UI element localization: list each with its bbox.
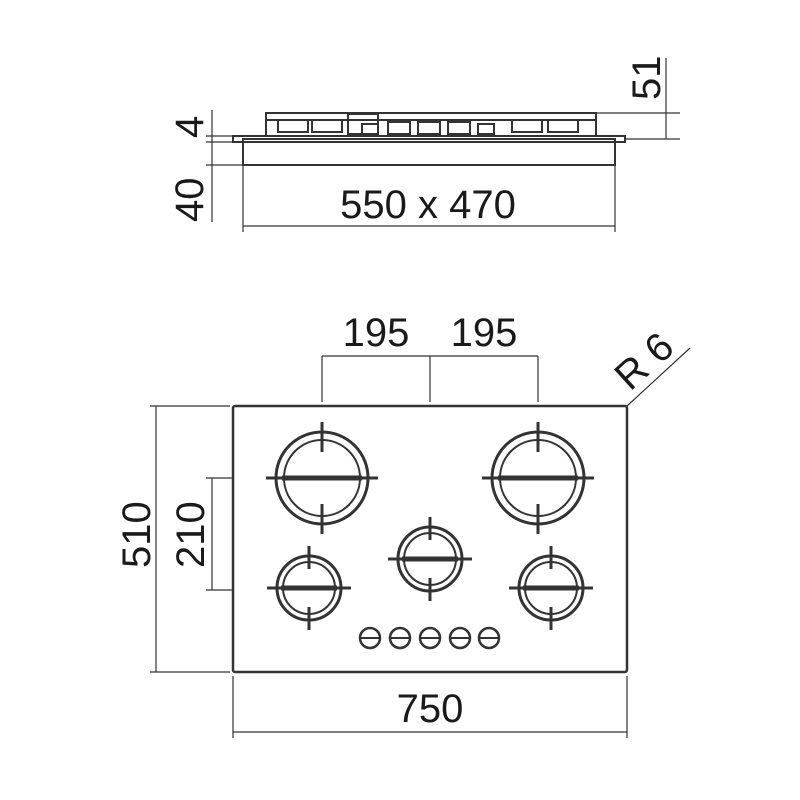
cutout-label: 550 x 470 (340, 183, 516, 227)
hob-body (242, 138, 616, 166)
dimension-4-40 (206, 110, 243, 222)
top-view: 195 195 R 6 510 210 750 (115, 311, 691, 738)
knob-5 (477, 626, 501, 650)
radius-leader (626, 347, 691, 407)
knob-1 (358, 626, 382, 650)
corner-radius-label: R 6 (607, 324, 683, 398)
burner-offset-label: 210 (169, 501, 213, 568)
control-knobs (358, 626, 501, 650)
spacing-right-label: 195 (451, 311, 518, 355)
dimension-cutout (242, 165, 616, 232)
hob-outline (231, 404, 629, 674)
knob-4 (448, 626, 472, 650)
burner-small-front-left (267, 546, 351, 630)
knob-2 (388, 626, 412, 650)
knob-3 (418, 626, 442, 650)
burner-center-wok (388, 517, 472, 601)
dimension-195-195 (321, 355, 539, 402)
dimension-510 (150, 405, 230, 673)
dimension-210 (206, 477, 232, 591)
burner-large-rear-left (266, 422, 378, 534)
dimension-750 (232, 676, 628, 738)
spacing-left-label: 195 (343, 311, 410, 355)
dimension-51 (596, 58, 680, 140)
burner-large-rear-right (482, 422, 594, 534)
built-in-depth-label: 40 (168, 178, 212, 223)
burner-small-front-right (509, 546, 593, 630)
pan-supports (265, 112, 597, 137)
width-label: 750 (397, 687, 464, 731)
height-label: 510 (115, 501, 159, 568)
side-view: 51 4 40 550 x 470 (168, 56, 680, 232)
glass-thickness-label: 4 (168, 116, 212, 138)
height-above-label: 51 (625, 56, 669, 101)
